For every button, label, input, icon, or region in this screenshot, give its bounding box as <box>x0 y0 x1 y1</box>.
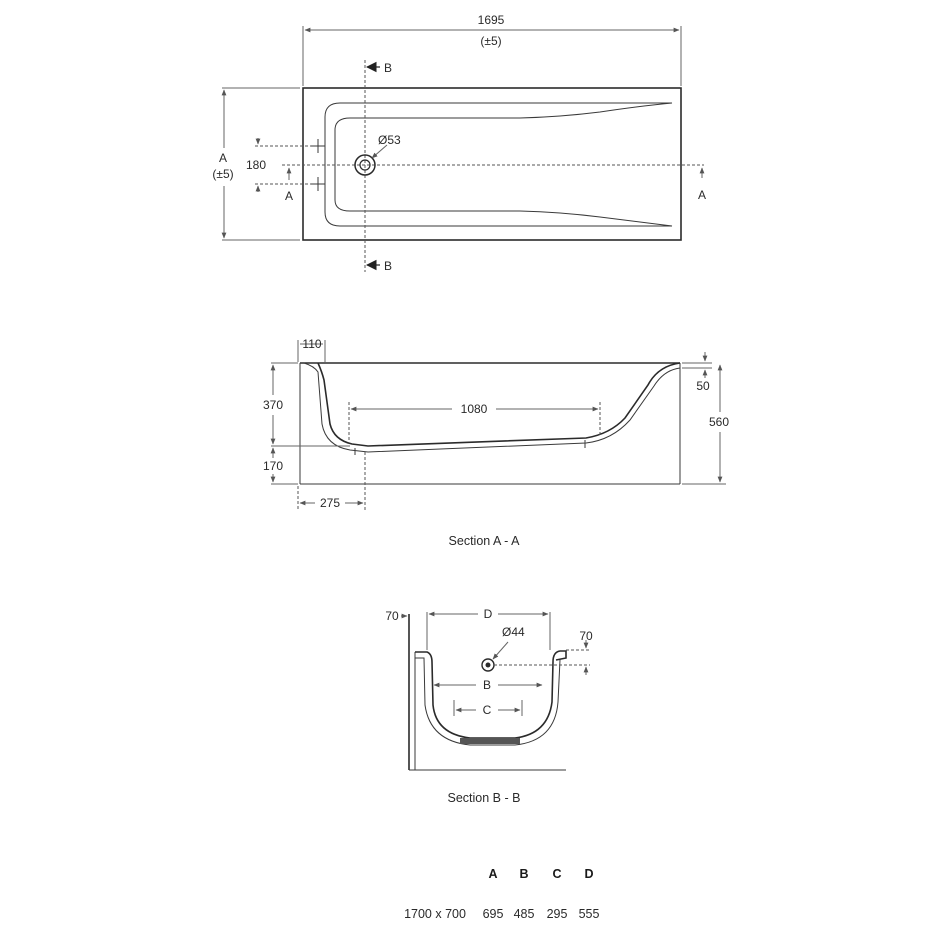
plan-view: 1695 (±5) A (±5) 180 A A <box>212 13 706 273</box>
top-width-dimension: D <box>484 607 493 621</box>
section-b-b-caption: Section B - B <box>448 791 521 805</box>
rim-width-dimension: 110 <box>302 337 321 351</box>
overflow-hole-icon <box>481 658 495 672</box>
waste-offset-dimension: 275 <box>320 496 340 510</box>
section-a-a: 110 370 170 1080 275 50 560 <box>263 337 729 548</box>
top-step-dimension: 50 <box>696 379 710 393</box>
depth-dimension: 370 <box>263 398 283 412</box>
tap-hole-top-icon <box>311 139 325 153</box>
size-table: A B C D 1700 x 700 695 485 295 555 <box>404 867 599 921</box>
right-rim-dimension: 70 <box>579 629 593 643</box>
tap-hole-bottom-icon <box>311 177 325 191</box>
bath-plan-outline <box>302 87 682 241</box>
table-cell-d: 555 <box>579 907 600 921</box>
table-cell-a: 695 <box>483 907 504 921</box>
table-cell-b: 485 <box>514 907 535 921</box>
width-tolerance: (±5) <box>212 167 233 181</box>
bath-profile-b <box>415 650 567 739</box>
left-rim-dimension: 70 <box>385 609 399 623</box>
length-dimension: 1695 <box>478 13 505 27</box>
table-cell-c: 295 <box>547 907 568 921</box>
waste-diameter: Ø53 <box>378 133 401 147</box>
tap-spacing-dimension: 180 <box>246 158 266 172</box>
length-tolerance: (±5) <box>480 34 501 48</box>
section-b-b: 70 D Ø44 70 B C Section B - B <box>385 607 593 805</box>
base-width-dimension: C <box>483 703 492 717</box>
table-header-d: D <box>584 867 593 881</box>
section-b-marker-bottom: B <box>384 259 392 273</box>
table-header-b: B <box>519 867 528 881</box>
width-dimension: A <box>219 151 227 165</box>
bath-profile-b-outer <box>415 657 561 746</box>
floor-length-dimension: 1080 <box>461 402 488 416</box>
bath-profile-a-inner <box>303 362 681 453</box>
section-a-a-caption: Section A - A <box>449 534 521 548</box>
overall-height-dimension: 560 <box>709 415 729 429</box>
base-height-dimension: 170 <box>263 459 283 473</box>
table-header-a: A <box>488 867 497 881</box>
inner-width-dimension: B <box>483 678 491 692</box>
waste-hole-icon <box>354 154 376 176</box>
section-a-marker-left: A <box>285 189 293 203</box>
table-header-c: C <box>552 867 561 881</box>
bath-basin-outline <box>324 102 673 227</box>
bath-profile-a <box>317 362 681 447</box>
bath-base-feet <box>460 738 520 744</box>
overflow-diameter: Ø44 <box>502 625 525 639</box>
section-a-marker-right: A <box>698 188 706 202</box>
table-row-size: 1700 x 700 <box>404 907 466 921</box>
section-b-marker-top: B <box>384 61 392 75</box>
